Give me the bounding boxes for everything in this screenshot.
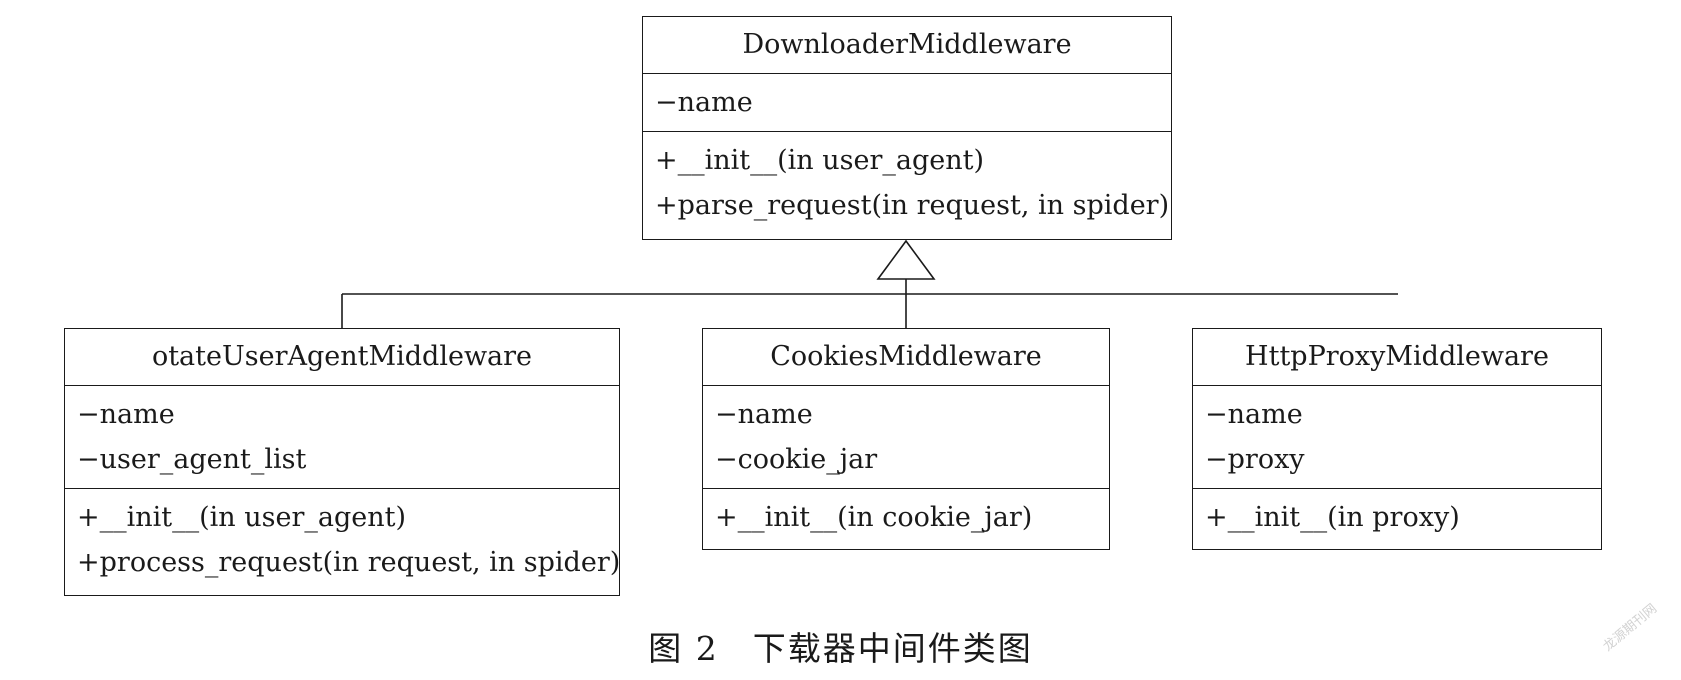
method: +parse_request(in request, in spider) — [655, 190, 1170, 221]
methods-compartment: +__init__(in cookie_jar) — [703, 489, 1109, 546]
attribute: −proxy — [1205, 444, 1305, 475]
methods-compartment: +__init__(in proxy) — [1193, 489, 1601, 546]
class-name: HttpProxyMiddleware — [1193, 329, 1601, 386]
attributes-compartment: −name −cookie_jar — [703, 386, 1109, 489]
method: +__init__(in user_agent) — [655, 145, 985, 176]
figure-caption: 图 2 下载器中间件类图 — [0, 622, 1681, 670]
attribute: −name — [77, 399, 175, 430]
class-name: CookiesMiddleware — [703, 329, 1109, 386]
class-http-proxy-middleware: HttpProxyMiddleware −name −proxy +__init… — [1192, 328, 1602, 550]
class-name: DownloaderMiddleware — [643, 17, 1171, 74]
method: +__init__(in cookie_jar) — [715, 502, 1033, 533]
method: +__init__(in user_agent) — [77, 502, 407, 533]
generalization-arrowhead — [876, 239, 936, 280]
attribute: −name — [655, 87, 753, 118]
class-downloader-middleware: DownloaderMiddleware −name +__init__(in … — [642, 16, 1172, 240]
method: +__init__(in proxy) — [1205, 502, 1460, 533]
attributes-compartment: −name −proxy — [1193, 386, 1601, 489]
class-rotate-user-agent-middleware: otateUserAgentMiddleware −name −user_age… — [64, 328, 620, 596]
attribute: −cookie_jar — [715, 444, 878, 475]
attribute: −name — [715, 399, 813, 430]
attributes-compartment: −name −user_agent_list — [65, 386, 619, 489]
methods-compartment: +__init__(in user_agent) +parse_request(… — [643, 132, 1171, 234]
method: +process_request(in request, in spider) — [77, 547, 621, 578]
attribute: −user_agent_list — [77, 444, 307, 475]
attribute: −name — [1205, 399, 1303, 430]
figure-title: 下载器中间件类图 — [752, 629, 1033, 668]
attributes-compartment: −name — [643, 74, 1171, 132]
methods-compartment: +__init__(in user_agent) +process_reques… — [65, 489, 621, 591]
class-cookies-middleware: CookiesMiddleware −name −cookie_jar +__i… — [702, 328, 1110, 550]
figure-number: 图 2 — [648, 629, 719, 668]
class-name: otateUserAgentMiddleware — [65, 329, 619, 386]
